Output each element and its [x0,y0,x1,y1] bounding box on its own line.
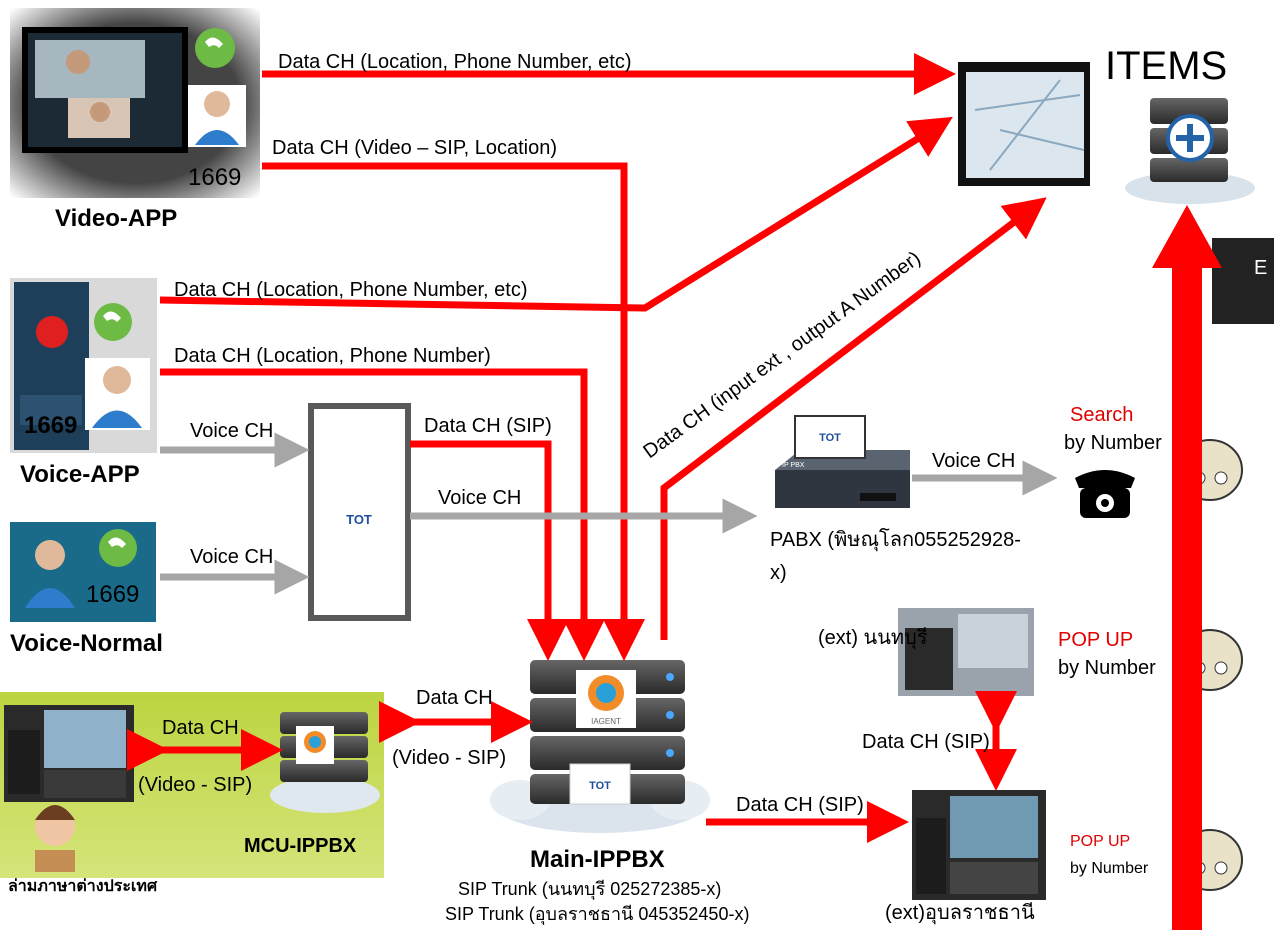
edge-voice-data1 [159,116,953,312]
edge-label-mcu-main-data: Data CH [416,687,493,709]
interpreter-person-icon [35,805,75,872]
ext-ubon-phone-icon [912,790,1046,900]
svg-text:TOT: TOT [819,432,841,444]
edge-label-phone-mcu-data: Data CH [162,717,239,739]
items-map-monitor [958,62,1090,186]
edge-video-data2 [262,162,645,661]
main-ippbx-trunk2: SIP Trunk (อุบลราชธานี 045352450-x) [445,904,750,924]
popup1-by-number: by Number [1058,657,1156,679]
mcu-ippbx-server-icon [270,712,380,813]
tot-logo: TOT [346,512,372,527]
edge-label-voice-data2: Data CH (Location, Phone Number) [174,345,491,367]
edge-label-voice-ch1: Voice CH [190,420,274,442]
partial-box-letter: E [1254,257,1268,279]
pabx-label-text: PABX (พิษณุโลก055252928- [770,529,1021,551]
voice-normal-number: 1669 [86,581,140,608]
voice-app-label: Voice-APP [20,461,140,488]
svg-text:TOT: TOT [589,780,611,792]
edge-pabx-diag [660,197,1047,640]
items-server-icon [1125,98,1255,204]
mcu-ippbx-label: MCU-IPPBX [244,835,357,857]
tot-exchange-box [308,403,411,621]
svg-text:IAGENT: IAGENT [591,717,621,726]
edge-label-phone-mcu-video: (Video - SIP) [138,774,253,796]
voice-normal-label: Voice-Normal [10,630,163,657]
pabx-device-icon: TOT IP PBX [775,415,910,508]
main-ippbx-label: Main-IPPBX [530,846,665,873]
edge-label-voice-ch3: Voice CH [438,487,522,509]
popup1-action: POP UP [1058,629,1134,651]
edge-voice-data2 [160,368,605,661]
phone-call-icon [195,28,235,68]
video-app-number: 1669 [188,164,242,191]
ext-nonthaburi-phone-icon [898,608,1034,696]
video-app-label: Video-APP [55,205,178,232]
ext-ubon-label: (ext)อุบลราชธานี [885,902,1035,924]
telephone-icon [1075,470,1135,518]
search-by-number: by Number [1064,432,1162,454]
pabx-label-cont: x) [770,562,787,584]
search-action: Search [1070,404,1134,426]
vertical-red-arrow [1152,205,1222,930]
edge-label-voice-ch4: Voice CH [932,450,1016,472]
edge-label-main-ubon: Data CH (SIP) [736,794,864,816]
phone-call-icon [99,529,137,567]
voice-app-image [10,278,157,453]
edge-label-nonthaburi-ubon: Data CH (SIP) [862,731,990,753]
edge-label-video-data2: Data CH (Video – SIP, Location) [272,137,557,159]
voice-app-number: 1669 [24,412,78,439]
edge-label-tot-sip: Data CH (SIP) [424,415,552,437]
popup2-by-number: by Number [1070,860,1149,877]
svg-text:IP PBX: IP PBX [782,462,805,469]
partial-dark-box [1212,238,1274,324]
edge-tot-sip [410,440,569,661]
translator-label: ล่ามภาษาต่างประเทศ [8,876,158,895]
phone-call-icon [94,303,132,341]
items-title: ITEMS [1105,44,1228,88]
user-avatar-icon [85,358,150,430]
pabx-label: PABX (พิษณุโลก055252928- [770,530,1021,550]
edge-label-video-data1: Data CH (Location, Phone Number, etc) [278,51,632,73]
ext-nonthaburi-label: (ext) นนทบุรี [818,627,928,649]
main-ippbx-server-icon: IAGENT TOT [490,660,710,833]
main-ippbx-trunk1: SIP Trunk (นนทบุรี 025272385-x) [458,879,722,899]
popup2-action: POP UP [1070,833,1131,850]
video-phone-icon [4,705,134,802]
edge-label-mcu-main-video: (Video - SIP) [392,747,507,769]
user-avatar-icon [188,85,246,147]
edge-label-voice-data1: Data CH (Location, Phone Number, etc) [174,279,528,301]
edge-label-voice-ch2: Voice CH [190,546,274,568]
